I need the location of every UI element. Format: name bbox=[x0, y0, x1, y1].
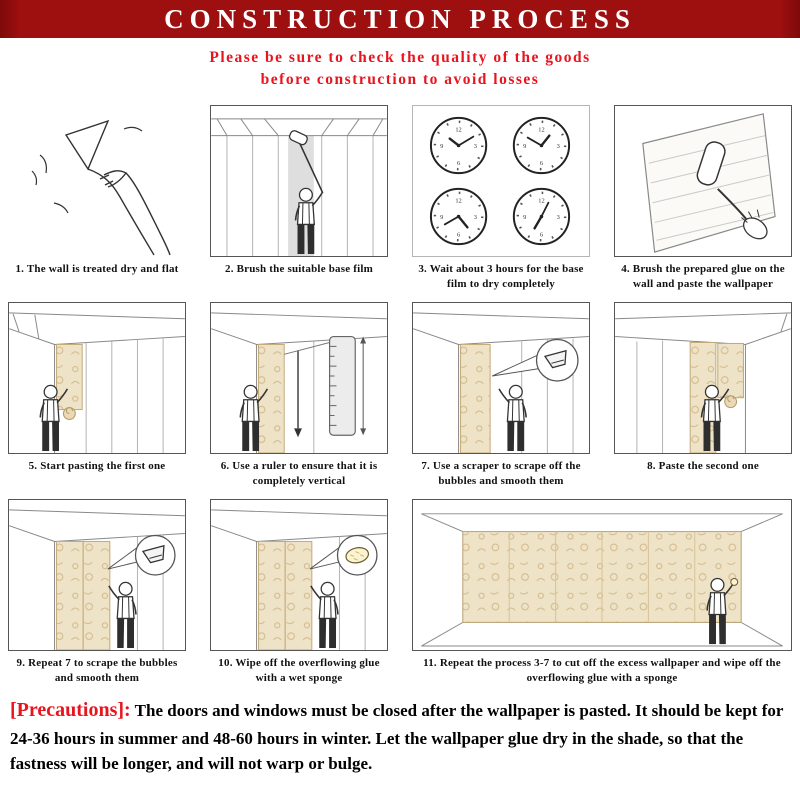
step-11: 11. Repeat the process 3-7 to cut off th… bbox=[412, 498, 792, 687]
step-7-caption: 7. Use a scraper to scrape off the bubbl… bbox=[421, 459, 581, 488]
step-3: 12 6 3 9 12 6 3 9 bbox=[412, 104, 590, 293]
step-9-caption: 9. Repeat 7 to scrape the bubbles and sm… bbox=[16, 656, 178, 684]
svg-text:12: 12 bbox=[455, 127, 461, 134]
svg-text:9: 9 bbox=[440, 143, 443, 150]
quality-warning-line2: before construction to avoid losses bbox=[260, 71, 540, 89]
hand-wiping-wall-illustration bbox=[8, 104, 186, 257]
svg-text:9: 9 bbox=[523, 214, 526, 221]
svg-text:6: 6 bbox=[457, 231, 461, 238]
page-title: CONSTRUCTION PROCESS bbox=[164, 3, 636, 34]
step-9: 9. Repeat 7 to scrape the bubbles and sm… bbox=[8, 498, 186, 687]
step-4: 4. Brush the prepared glue on the wall a… bbox=[614, 104, 792, 293]
svg-text:3: 3 bbox=[474, 214, 477, 221]
step-11-caption: 11. Repeat the process 3-7 to cut off th… bbox=[423, 656, 781, 684]
steps-row-3: 9. Repeat 7 to scrape the bubbles and sm… bbox=[8, 498, 792, 687]
header-banner: CONSTRUCTION PROCESS bbox=[0, 0, 800, 38]
ruler-vertical-illustration bbox=[210, 301, 388, 454]
step-10: 10. Wipe off the overflowing glue with a… bbox=[210, 498, 388, 687]
sponge-wipe-illustration bbox=[210, 498, 388, 651]
step-1: 1. The wall is treated dry and flat bbox=[8, 104, 186, 277]
quality-warning: Please be sure to check the quality of t… bbox=[0, 47, 800, 92]
svg-text:9: 9 bbox=[440, 214, 443, 221]
step-3-caption: 3. Wait about 3 hours for the base film … bbox=[418, 262, 584, 291]
svg-text:9: 9 bbox=[523, 143, 526, 150]
svg-text:12: 12 bbox=[455, 198, 461, 205]
step-2-caption: 2. Brush the suitable base film bbox=[225, 262, 373, 275]
step-7: 7. Use a scraper to scrape off the bubbl… bbox=[412, 301, 590, 490]
roller-on-pole-illustration bbox=[210, 104, 388, 257]
paste-first-strip-illustration bbox=[8, 301, 186, 454]
precautions-label: [Precautions]: bbox=[10, 699, 131, 722]
svg-text:6: 6 bbox=[540, 160, 544, 167]
step-1-caption: 1. The wall is treated dry and flat bbox=[15, 262, 179, 275]
step-2: 2. Brush the suitable base film bbox=[210, 104, 388, 277]
step-5: 5. Start pasting the first one bbox=[8, 301, 186, 474]
step-5-caption: 5. Start pasting the first one bbox=[28, 459, 166, 472]
svg-text:3: 3 bbox=[474, 143, 477, 150]
svg-text:6: 6 bbox=[540, 231, 544, 238]
svg-text:12: 12 bbox=[538, 127, 544, 134]
precautions: [Precautions]: The doors and windows mus… bbox=[10, 696, 790, 776]
finished-wall-illustration bbox=[412, 498, 792, 651]
step-8: 8. Paste the second one bbox=[614, 301, 792, 474]
step-4-caption: 4. Brush the prepared glue on the wall a… bbox=[621, 262, 785, 291]
scraper-bubbles-illustration bbox=[412, 301, 590, 454]
step-6-caption: 6. Use a ruler to ensure that it is comp… bbox=[220, 459, 378, 488]
step-8-caption: 8. Paste the second one bbox=[647, 459, 759, 472]
steps-row-2: 5. Start pasting the first one bbox=[8, 301, 792, 490]
svg-text:3: 3 bbox=[557, 143, 560, 150]
steps-row-1: 1. The wall is treated dry and flat bbox=[8, 104, 792, 293]
four-clocks-illustration: 12 6 3 9 12 6 3 9 bbox=[412, 104, 590, 257]
step-6: 6. Use a ruler to ensure that it is comp… bbox=[210, 301, 388, 490]
svg-text:6: 6 bbox=[457, 160, 461, 167]
steps-grid: 1. The wall is treated dry and flat bbox=[0, 92, 800, 686]
svg-text:12: 12 bbox=[538, 198, 544, 205]
quality-warning-line1: Please be sure to check the quality of t… bbox=[209, 49, 591, 66]
scraper-repeat-illustration bbox=[8, 498, 186, 651]
svg-text:3: 3 bbox=[557, 214, 560, 221]
precautions-text: The doors and windows must be closed aft… bbox=[10, 701, 784, 774]
construction-process-sheet: CONSTRUCTION PROCESS Please be sure to c… bbox=[0, 0, 800, 776]
hand-roller-glue-illustration bbox=[614, 104, 792, 257]
paste-second-strip-illustration bbox=[614, 301, 792, 454]
step-10-caption: 10. Wipe off the overflowing glue with a… bbox=[218, 656, 380, 684]
